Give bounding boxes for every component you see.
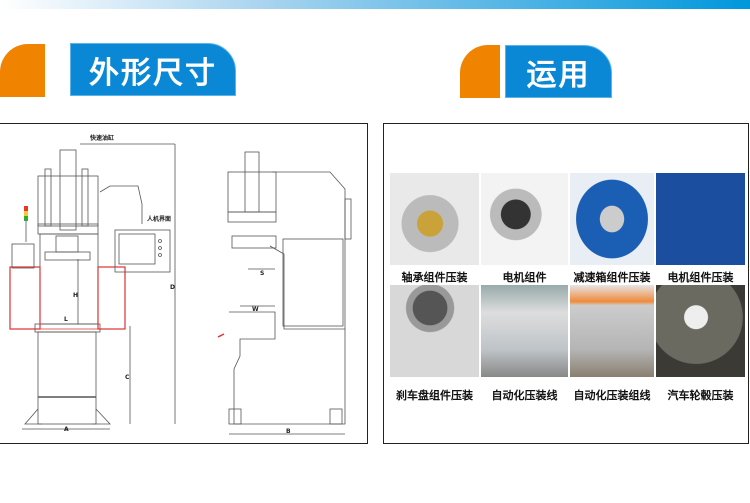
caption-gearbox: 减速箱组件压装 [573, 271, 651, 284]
image-automation-line [481, 285, 568, 377]
press-technical-drawing [9, 143, 352, 435]
dim-W: W [252, 306, 259, 313]
image-wheel-hub [656, 285, 745, 377]
image-assembly-line [570, 285, 654, 377]
image-motor-assembly [481, 173, 568, 265]
callout-hmi: 人机界面 [147, 216, 172, 223]
dim-B: B [286, 428, 291, 435]
caption-wheel-hub: 汽车轮毂压装 [667, 389, 734, 402]
image-bearing-assembly [390, 173, 479, 265]
callout-fast-cylinder: 快速油缸 [90, 135, 115, 142]
dimension-drawing-panel: 快速油缸 人机界面 A B C D H L S W [0, 123, 368, 444]
caption-motor: 电机组件 [502, 271, 547, 284]
top-gradient-bar [0, 0, 750, 9]
caption-auto-line: 自动化压装线 [491, 389, 558, 402]
dim-H: H [73, 292, 79, 299]
image-motor-parts [656, 173, 745, 265]
dim-S: S [260, 270, 265, 277]
section-tab-orange-right [460, 45, 500, 98]
caption-auto-group-line: 自动化压装组线 [573, 389, 651, 402]
dim-A: A [64, 426, 69, 433]
dim-C: C [125, 374, 130, 381]
image-brake-disc [390, 285, 479, 377]
section-tab-orange-left [0, 44, 45, 97]
dim-L: L [64, 316, 68, 323]
section-title-dimensions: 外形尺寸 [70, 43, 236, 96]
caption-brake: 刹车盘组件压装 [396, 389, 473, 402]
applications-panel: 轴承组件压装 电机组件 减速箱组件压装 电机组件压装 刹车盘组件压装 自动化压装… [383, 123, 749, 444]
image-gearbox-assembly [570, 173, 654, 265]
section-title-applications: 运用 [505, 45, 612, 98]
caption-motor-press: 电机组件压装 [667, 271, 734, 284]
caption-bearing: 轴承组件压装 [401, 271, 468, 284]
dim-D: D [170, 284, 175, 291]
